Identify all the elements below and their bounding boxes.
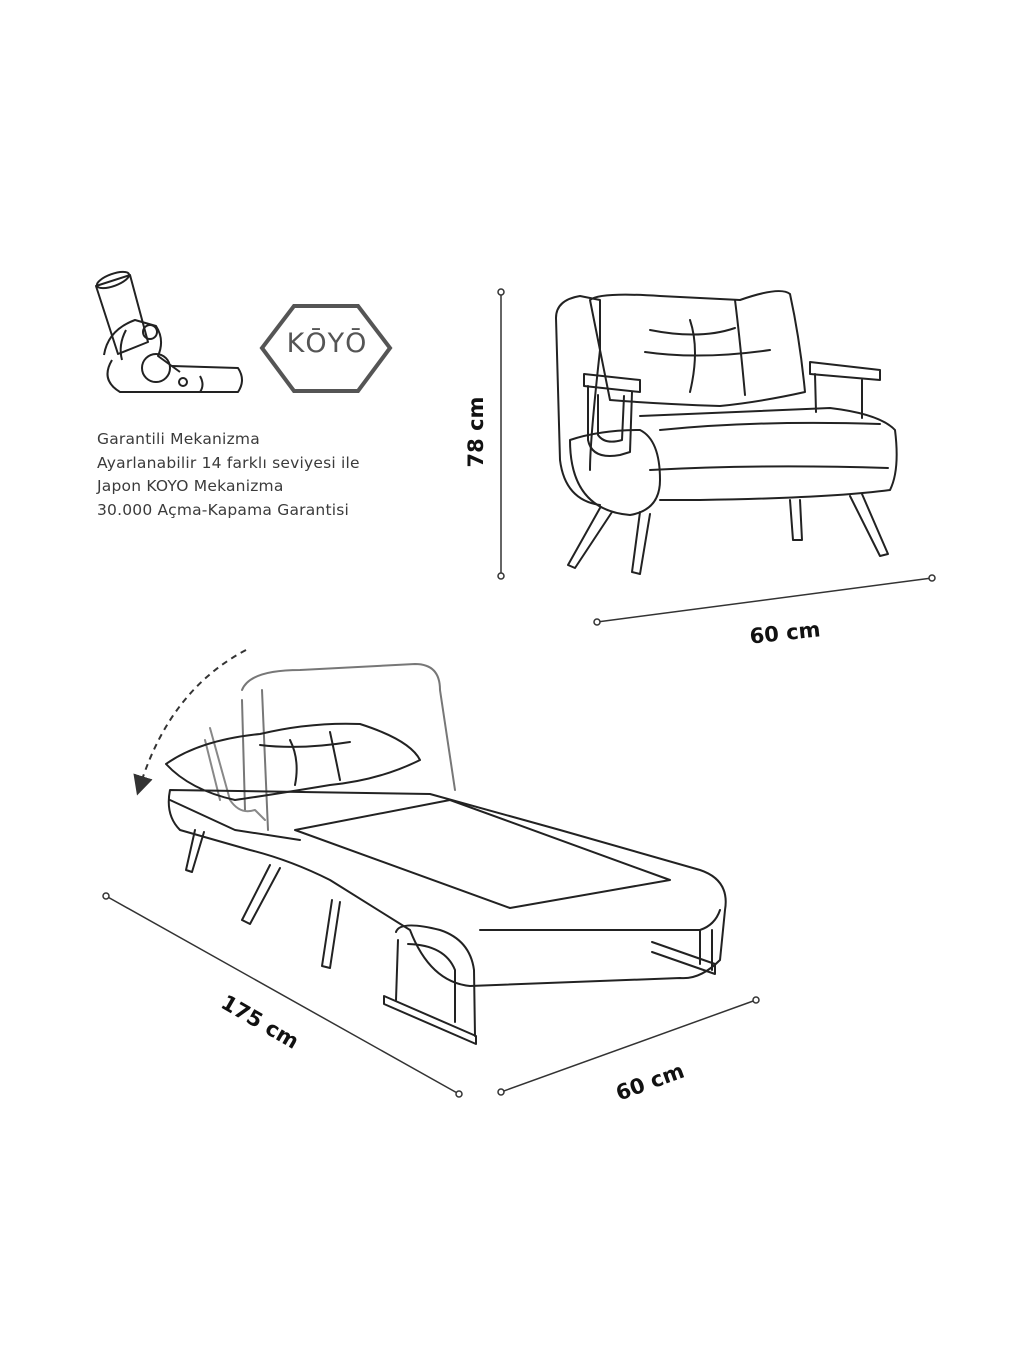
koyo-logo-text: KŌYŌ bbox=[286, 328, 368, 359]
feature-line-4: 30.000 Açma-Kapama Garantisi bbox=[97, 500, 350, 519]
sofa-width-dimension-line bbox=[593, 574, 936, 626]
sofa-bed-drawing bbox=[165, 663, 727, 1045]
dashed-recline-arrow-icon bbox=[133, 649, 247, 796]
feature-line-1: Garantili Mekanizma bbox=[97, 430, 260, 448]
feature-line-3: Japon KOYO Mekanizma bbox=[97, 477, 284, 495]
bed-width-dimension-line bbox=[497, 996, 760, 1096]
hinge-mechanism-icon bbox=[95, 270, 243, 393]
feature-line-2: Ayarlanabilir 14 farklı seviyesi ile bbox=[97, 453, 360, 472]
bed-length-dimension-line bbox=[102, 892, 463, 1098]
koyo-diamond-logo bbox=[259, 304, 393, 393]
sofa-chair-drawing bbox=[555, 290, 898, 575]
height-label: 78 cm bbox=[464, 396, 488, 468]
height-dimension-line bbox=[497, 288, 505, 580]
mechanism-features: Garantili Mekanizma Ayarlanabilir 14 far… bbox=[97, 428, 360, 522]
